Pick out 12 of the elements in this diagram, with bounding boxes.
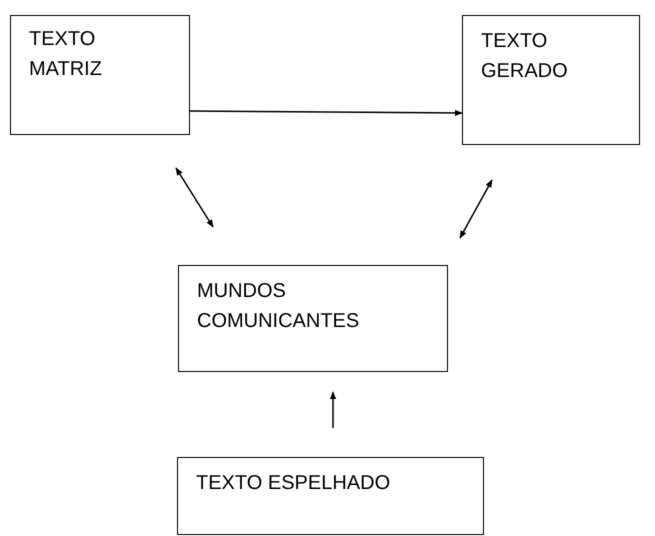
text-box bbox=[178, 265, 448, 372]
box-label: TEXTO MATRIZ bbox=[29, 27, 103, 82]
arrow bbox=[190, 110, 463, 116]
box-label: MUNDOS COMUNICANTES bbox=[197, 279, 360, 334]
box-label: TEXTO ESPELHADO bbox=[196, 471, 392, 496]
arrow bbox=[330, 391, 336, 428]
box-label: TEXTO GERADO bbox=[481, 29, 569, 84]
arrow bbox=[459, 179, 493, 239]
text-box bbox=[462, 15, 640, 145]
arrow bbox=[175, 167, 214, 228]
text-box bbox=[177, 457, 484, 535]
text-box bbox=[10, 15, 190, 135]
